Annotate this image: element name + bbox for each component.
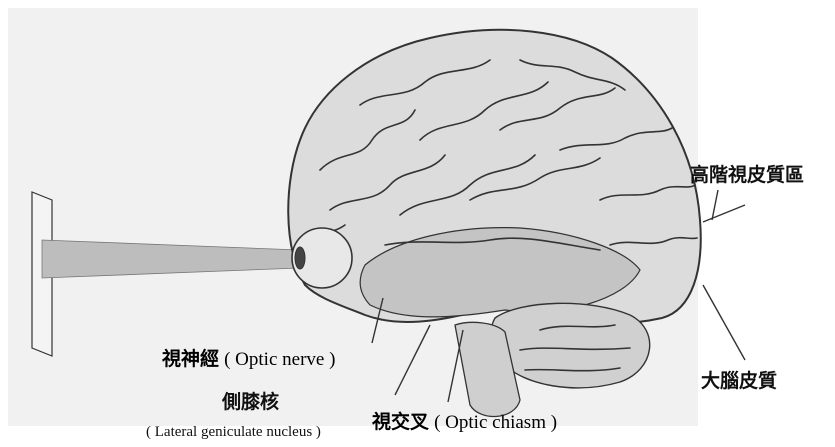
label-cerebral-cortex: 大腦皮質: [701, 372, 777, 391]
label-optic-nerve-zh: 視神經: [162, 348, 219, 370]
label-higher-visual-cortex: 高階視皮質區: [690, 166, 804, 185]
leader-higher-visual-cortex: [703, 205, 745, 222]
leader-cerebral-cortex: [703, 285, 745, 360]
label-optic-chiasm-en: ( Optic chiasm ): [434, 412, 557, 433]
eye-pupil: [295, 247, 305, 269]
label-optic-nerve-en: ( Optic nerve ): [224, 349, 335, 370]
label-optic-chiasm-zh: 視交叉: [372, 411, 429, 433]
label-lgn-en: ( Lateral geniculate nucleus ): [146, 425, 321, 440]
label-optic-nerve: 視神經 ( Optic nerve ): [162, 344, 335, 371]
label-lgn-zh: 側膝核: [222, 393, 279, 412]
leader-higher-visual-cortex-tick: [712, 190, 718, 220]
label-optic-chiasm: 視交叉 ( Optic chiasm ): [372, 407, 557, 434]
